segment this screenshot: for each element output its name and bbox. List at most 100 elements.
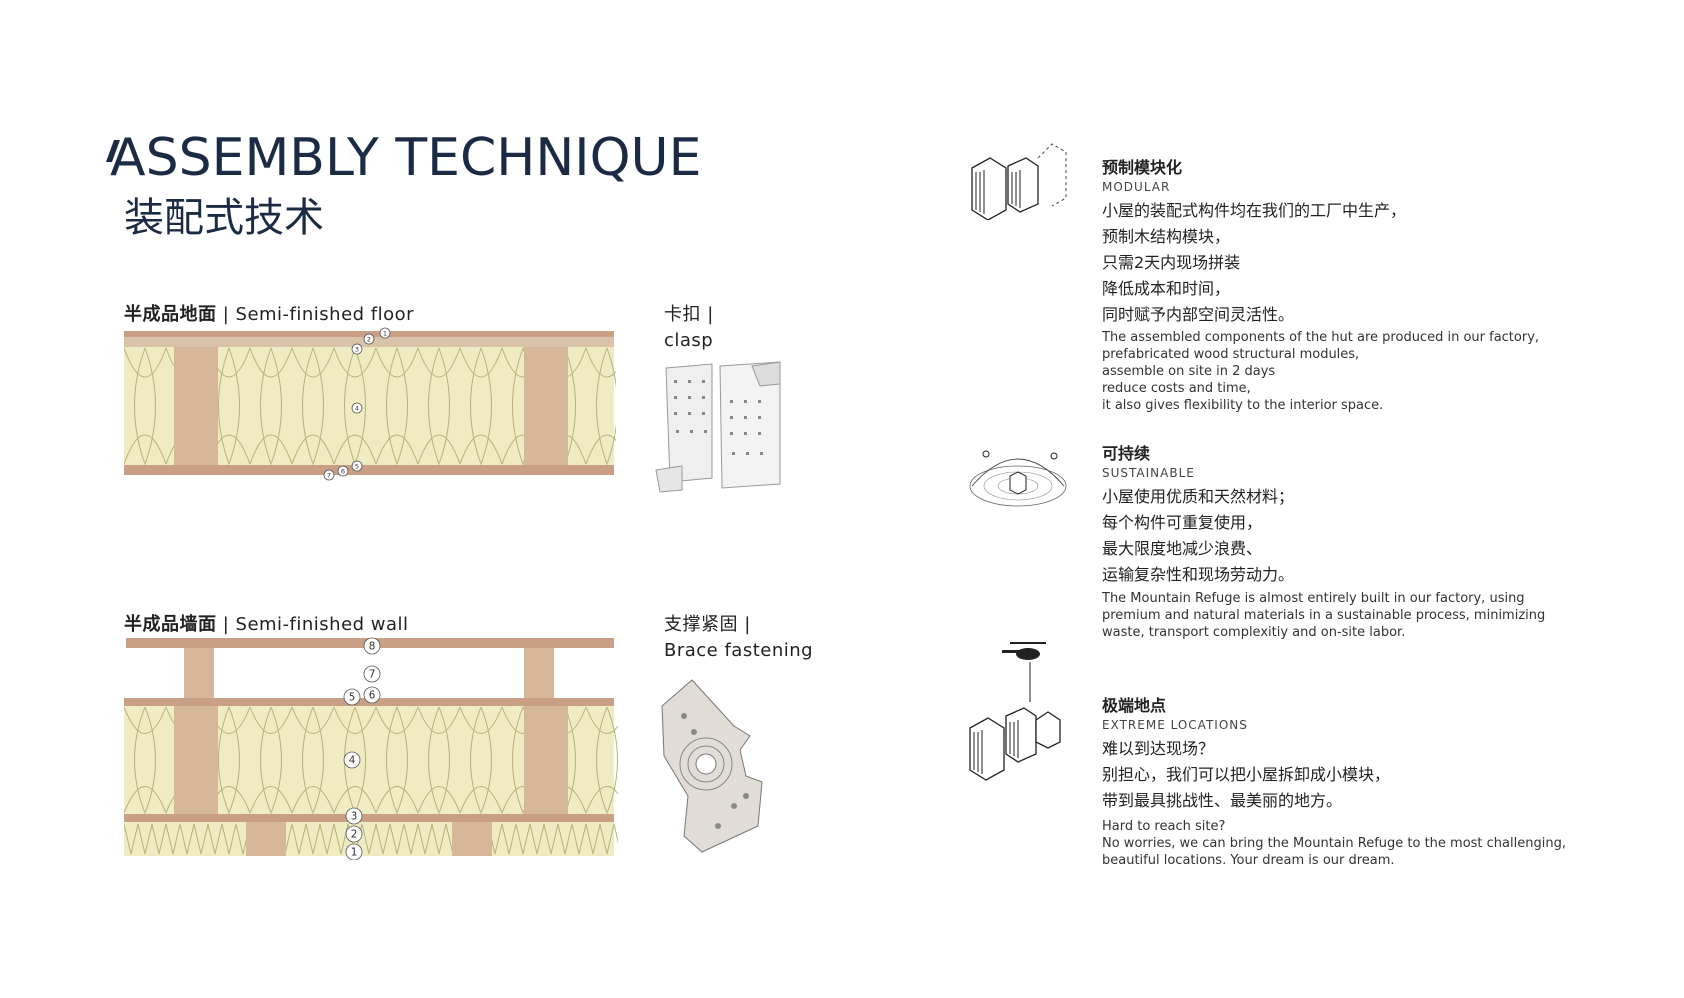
layer-marker-circle xyxy=(337,465,349,477)
page-title-zh: 装配式技术 xyxy=(124,195,324,241)
extreme-body-zh: 难以到达现场？ 别担心，我们可以把小屋拆卸成小模块， 带到最具挑战性、最美丽的地… xyxy=(1102,736,1390,814)
clasp-hole xyxy=(702,380,705,383)
wall-stud xyxy=(524,706,568,814)
body-line: 带到最具挑战性、最美丽的地方。 xyxy=(1102,791,1343,810)
modular-title-en: MODULAR xyxy=(1102,180,1171,194)
layer-marker-circle xyxy=(363,665,381,683)
modular-blocks-icon xyxy=(971,143,1067,220)
layer-marker-label: 5 xyxy=(355,462,359,470)
insulation-loop xyxy=(417,347,461,466)
clasp-hole xyxy=(730,400,733,403)
extreme-title-en: EXTREME LOCATIONS xyxy=(1102,718,1248,732)
brace-label-zh: 支撑紧固 | xyxy=(664,614,751,635)
brace-label-en: Brace fastening xyxy=(664,640,814,661)
insulation-loop xyxy=(249,347,293,466)
insulation-loop xyxy=(124,347,167,466)
body-line: it also gives flexibility to the interio… xyxy=(1102,398,1384,413)
body-line: No worries, we can bring the Mountain Re… xyxy=(1102,836,1566,851)
layer-marker-label: 7 xyxy=(369,669,376,681)
wall-service-batten xyxy=(246,822,286,856)
body-line: prefabricated wood structural modules, xyxy=(1102,347,1360,362)
body-line: 难以到达现场？ xyxy=(1102,739,1215,758)
insulation-loop xyxy=(249,706,293,815)
clasp-hole xyxy=(732,452,735,455)
clasp-hole xyxy=(676,430,679,433)
insulation-loop xyxy=(417,706,461,815)
body-line: assemble on site in 2 days xyxy=(1102,364,1276,379)
sustainable-body-en: The Mountain Refuge is almost entirely b… xyxy=(1102,590,1545,641)
body-line: 预制木结构模块， xyxy=(1102,227,1231,246)
clasp-hole xyxy=(702,396,705,399)
clasp-hole xyxy=(746,452,749,455)
layer-marker-label: 1 xyxy=(351,847,358,859)
clasp-hole xyxy=(704,430,707,433)
layer-marker-circle xyxy=(379,327,391,339)
floor-joist xyxy=(174,347,218,465)
clasp-hole xyxy=(730,432,733,435)
insulation-loop xyxy=(585,706,618,815)
sustainable-body-zh: 小屋使用优质和天然材料； 每个构件可重复使用， 最大限度地减少浪费、 运输复杂性… xyxy=(1102,484,1294,588)
body-line: 最大限度地减少浪费、 xyxy=(1102,539,1263,558)
layer-marker-circle xyxy=(351,402,363,414)
clasp-hole xyxy=(702,412,705,415)
layer-marker-circle xyxy=(323,469,335,481)
layer-marker-circle xyxy=(351,460,363,472)
clasp-label-zh: 卡扣 | xyxy=(664,304,714,325)
body-line: 小屋的装配式构件均在我们的工厂中生产， xyxy=(1102,201,1407,220)
wall-label-separator: | xyxy=(216,614,236,635)
extreme-body-en: Hard to reach site? No worries, we can b… xyxy=(1102,818,1566,869)
wall-label-zh: 半成品墙面 xyxy=(124,614,217,635)
body-line: reduce costs and time, xyxy=(1102,381,1251,396)
layer-marker-circle xyxy=(363,333,375,345)
layer-marker-label: 8 xyxy=(369,641,376,653)
extreme-title-zh: 极端地点 xyxy=(1102,696,1167,715)
clasp-hole xyxy=(758,432,761,435)
wall-batten xyxy=(524,648,554,698)
layer-marker-label: 2 xyxy=(351,829,358,841)
service-insulation-pattern xyxy=(124,823,618,855)
body-line: waste, transport complexitiy and on-site… xyxy=(1102,625,1406,640)
clasp-hole xyxy=(730,416,733,419)
layer-marker-label: 4 xyxy=(355,404,359,412)
wall-stud xyxy=(174,706,218,814)
body-line: 同时赋予内部空间灵活性。 xyxy=(1102,305,1295,324)
layer-marker-label: 4 xyxy=(349,755,356,767)
clasp-hole xyxy=(688,412,691,415)
body-line: 降低成本和时间， xyxy=(1102,279,1231,298)
body-line: beautiful locations. Your dream is our d… xyxy=(1102,853,1395,868)
modular-body-zh: 小屋的装配式构件均在我们的工厂中生产， 预制木结构模块， 只需2天内现场拼装 降… xyxy=(1102,198,1406,328)
layer-marker-circle xyxy=(345,843,363,860)
body-line: 只需2天内现场拼装 xyxy=(1102,253,1241,272)
insulation-loop xyxy=(375,347,419,466)
body-line: Hard to reach site? xyxy=(1102,819,1226,834)
brace-bracket-image xyxy=(661,679,763,853)
wall-service-layer xyxy=(124,822,614,856)
insulation-loop xyxy=(459,347,503,466)
wall-inner-board xyxy=(124,814,614,822)
insulation-loop xyxy=(291,706,335,815)
insulation-loop xyxy=(124,706,167,815)
floor-label-en: Semi-finished floor xyxy=(235,304,415,325)
layer-marker-label: 5 xyxy=(349,692,356,704)
clasp-hole xyxy=(760,452,763,455)
clasp-hole xyxy=(674,380,677,383)
wall-label-en: Semi-finished wall xyxy=(235,614,409,635)
floor-bottom-board xyxy=(124,465,614,475)
clasp-label-en: clasp xyxy=(664,330,714,351)
sustainable-title-zh: 可持续 xyxy=(1102,444,1151,463)
insulation-loop xyxy=(585,347,616,466)
body-line: 运输复杂性和现场劳动力。 xyxy=(1102,565,1295,584)
sustainable-title-en: SUSTAINABLE xyxy=(1102,466,1195,480)
body-line: 每个构件可重复使用， xyxy=(1102,513,1263,532)
body-line: 小屋使用优质和天然材料； xyxy=(1102,487,1295,506)
layer-marker-label: 2 xyxy=(367,335,371,343)
layer-marker-label: 1 xyxy=(383,329,387,337)
layer-marker-circle xyxy=(345,825,363,843)
layer-marker-label: 6 xyxy=(369,690,376,702)
wall-service-batten xyxy=(452,822,492,856)
page-title: ASSEMBLY TECHNIQUE xyxy=(110,128,702,188)
insulation-pattern xyxy=(124,347,616,466)
